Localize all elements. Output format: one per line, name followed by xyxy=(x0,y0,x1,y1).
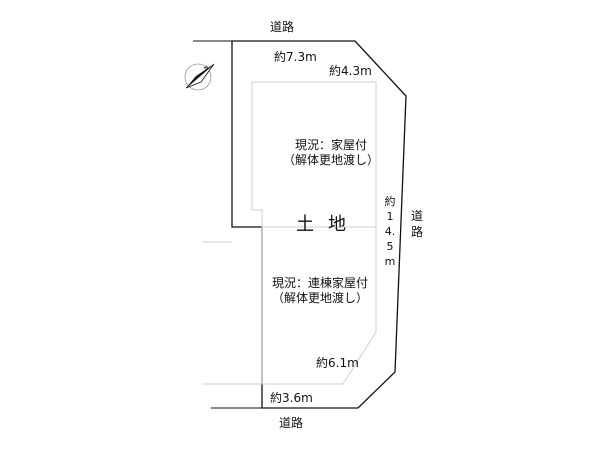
road-label-right: 道路 xyxy=(410,209,423,239)
building-2-note: （解体更地渡し） xyxy=(271,291,368,305)
dimension-right: 約14.5m xyxy=(384,195,396,268)
dimension-bottom: 約3.6m xyxy=(270,391,313,405)
dimension-top-right: 約4.3m xyxy=(329,64,372,78)
dimension-bottom-right: 約6.1m xyxy=(316,356,359,370)
building-2-status: 現況：連棟家屋付 xyxy=(271,276,368,290)
building-2-outline xyxy=(261,226,377,385)
dimension-top: 約7.3m xyxy=(274,50,317,64)
building-1-label: 現況：家屋付 （解体更地渡し） xyxy=(256,138,406,168)
land-label: 土地 xyxy=(296,214,360,235)
building-1-note: （解体更地渡し） xyxy=(282,153,379,167)
north-letter: N xyxy=(203,64,211,72)
building-2-label: 現況：連棟家屋付 （解体更地渡し） xyxy=(245,276,395,306)
building-1-status: 現況：家屋付 xyxy=(294,138,367,152)
north-arrow-icon: N xyxy=(184,63,215,91)
lot-boundary xyxy=(231,40,407,409)
road-label-top: 道路 xyxy=(270,20,295,34)
road-label-bottom: 道路 xyxy=(279,416,304,430)
